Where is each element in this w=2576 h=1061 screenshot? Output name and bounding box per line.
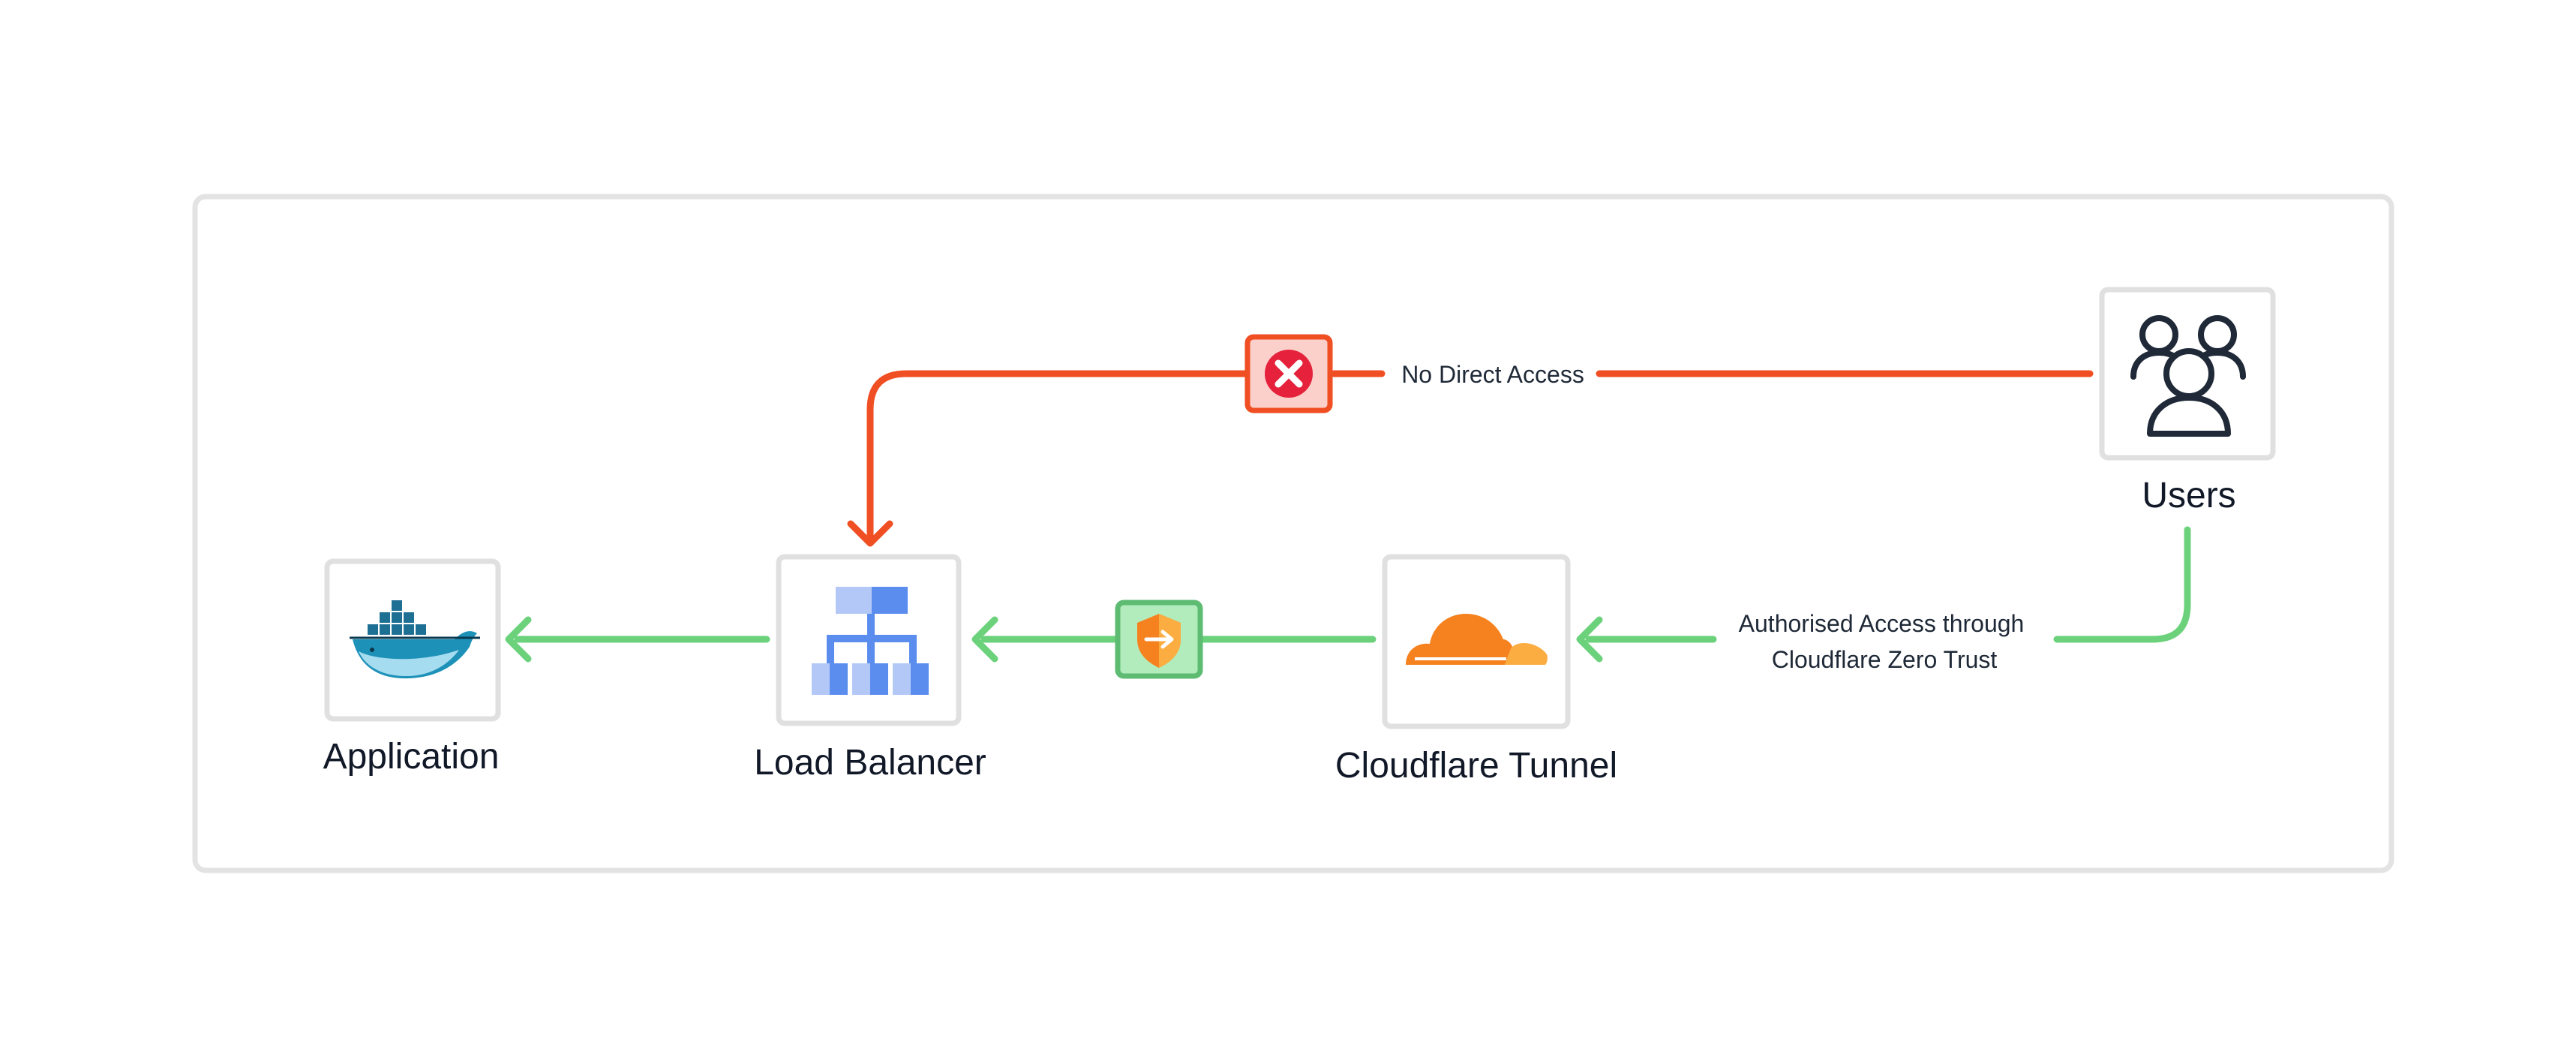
authorised-edge-label-line1: Authorised Access through bbox=[1739, 610, 2025, 637]
users-label: Users bbox=[2142, 476, 2235, 515]
tunnel-to-lb-arrowhead bbox=[971, 616, 998, 663]
blocked-edge-label: No Direct Access bbox=[1401, 361, 1584, 388]
load-balancer-label: Load Balancer bbox=[754, 743, 986, 783]
application-label: Application bbox=[323, 737, 500, 777]
authorised-edge: Authorised Access through Cloudflare Zer… bbox=[1576, 526, 2191, 673]
lb-to-app-arrowhead bbox=[505, 616, 532, 663]
node-cloudflare-tunnel: Cloudflare Tunnel bbox=[1335, 554, 1617, 786]
node-application: Application bbox=[323, 558, 501, 777]
authorised-edge-arrowhead bbox=[1576, 616, 1603, 663]
blocked-edge-arrowhead bbox=[847, 520, 893, 547]
blocked-x-icon bbox=[1244, 334, 1333, 413]
diagram-frame bbox=[192, 194, 2394, 873]
node-users: Users bbox=[2099, 287, 2276, 515]
shield-access-icon bbox=[1115, 600, 1203, 679]
load-balancer-hierarchy-icon bbox=[812, 587, 929, 695]
lb-to-app-edge bbox=[505, 616, 770, 663]
users-group-icon bbox=[2130, 315, 2246, 437]
authorised-edge-label-line2: Cloudflare Zero Trust bbox=[1772, 646, 1998, 673]
docker-whale-icon bbox=[350, 600, 480, 679]
node-load-balancer: Load Balancer bbox=[754, 554, 986, 783]
authorised-edge-line bbox=[1585, 526, 2191, 643]
tunnel-to-lb-edge bbox=[971, 600, 1377, 679]
cloudflare-cloud-icon bbox=[1406, 614, 1548, 665]
cloudflare-tunnel-label: Cloudflare Tunnel bbox=[1335, 746, 1617, 786]
blocked-edge-line bbox=[866, 370, 2094, 544]
blocked-edge: No Direct Access bbox=[847, 334, 2094, 547]
